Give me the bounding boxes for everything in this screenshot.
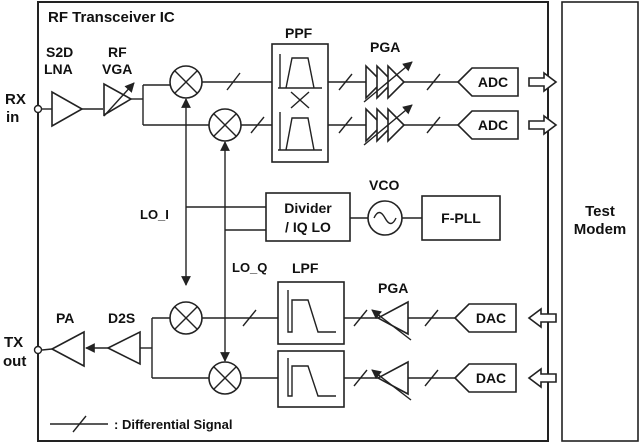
diff-mark bbox=[226, 72, 241, 91]
pga-rx-top bbox=[363, 61, 413, 103]
legend-text: : Differential Signal bbox=[114, 417, 232, 432]
adc-top-block bbox=[456, 67, 519, 97]
d2s-amplifier bbox=[106, 330, 141, 366]
diff-mark bbox=[250, 116, 265, 134]
diff-mark bbox=[338, 73, 353, 91]
diff-mark bbox=[426, 116, 441, 134]
diff-mark bbox=[338, 116, 353, 134]
rf-label: RF bbox=[108, 44, 127, 60]
ic-title: RF Transceiver IC bbox=[48, 9, 175, 26]
dac-bottom-label: DAC bbox=[476, 370, 506, 386]
test-modem-block bbox=[561, 1, 639, 442]
divider-iq-lo-block bbox=[265, 192, 351, 242]
pa-amplifier bbox=[50, 330, 85, 368]
ppf-cross-symbol bbox=[290, 91, 310, 109]
ic-boundary bbox=[37, 1, 549, 442]
tx-mixer-i bbox=[169, 301, 203, 335]
pga-rx-label: PGA bbox=[370, 39, 400, 55]
lo-q-label: LO_Q bbox=[232, 260, 267, 275]
vga-label: VGA bbox=[102, 61, 132, 77]
dac-top-block bbox=[453, 303, 517, 333]
lpf-bottom-symbol bbox=[287, 358, 336, 397]
ppf-filter-symbol-top bbox=[278, 54, 322, 89]
d2s-label: D2S bbox=[108, 310, 135, 326]
diff-mark bbox=[424, 369, 439, 387]
fpll-label: F-PLL bbox=[441, 210, 481, 226]
diff-mark bbox=[353, 369, 368, 387]
rx-label-2: in bbox=[6, 109, 19, 126]
dac-top-label: DAC bbox=[476, 310, 506, 326]
lna-label: LNA bbox=[44, 61, 73, 77]
s2d-label: S2D bbox=[46, 44, 73, 60]
pga-tx-bottom bbox=[371, 360, 412, 401]
lo-i-label: LO_I bbox=[140, 207, 169, 222]
divider-label-1: Divider bbox=[284, 200, 332, 216]
legend-diff-mark bbox=[72, 415, 87, 433]
lpf-label: LPF bbox=[292, 260, 319, 276]
lpf-top-symbol bbox=[287, 290, 336, 333]
rx-pin bbox=[33, 104, 43, 114]
fpll-block bbox=[421, 195, 501, 241]
diff-mark bbox=[353, 309, 368, 327]
pga-tx-top bbox=[371, 300, 412, 341]
tx-mixer-q bbox=[208, 361, 242, 395]
adc-top-label: ADC bbox=[478, 74, 508, 90]
diff-mark bbox=[242, 309, 257, 327]
dac-bottom-block bbox=[453, 363, 517, 393]
diff-mark bbox=[424, 309, 439, 327]
adc-to-modem-arrow-bottom bbox=[528, 114, 558, 136]
pga-tx-label: PGA bbox=[378, 280, 408, 296]
divider-label-2: / IQ LO bbox=[285, 219, 331, 235]
rf-vga-amplifier bbox=[103, 82, 133, 117]
adc-to-modem-arrow-top bbox=[528, 71, 558, 93]
ppf-filter-symbol-bottom bbox=[278, 112, 322, 151]
lpf-bottom-block bbox=[277, 350, 345, 408]
ppf-label: PPF bbox=[285, 25, 313, 41]
adc-bottom-block bbox=[456, 110, 519, 140]
modem-to-dac-arrow-top bbox=[527, 307, 557, 329]
diff-mark bbox=[426, 73, 441, 91]
pa-label: PA bbox=[56, 310, 74, 326]
test-modem-label-2: Modem bbox=[574, 221, 627, 238]
ppf-block bbox=[271, 43, 329, 163]
lpf-top-block bbox=[277, 281, 345, 345]
pga-rx-bottom bbox=[363, 104, 413, 146]
rx-mixer-q bbox=[208, 108, 242, 142]
tx-pin bbox=[33, 345, 43, 355]
modem-to-dac-arrow-bottom bbox=[527, 367, 557, 389]
s2d-lna-amplifier bbox=[51, 90, 84, 128]
test-modem-label-1: Test bbox=[585, 203, 615, 220]
rx-mixer-i bbox=[169, 65, 203, 99]
adc-bottom-label: ADC bbox=[478, 117, 508, 133]
rf-vga-gain-arrow bbox=[103, 82, 135, 117]
vco-symbol bbox=[367, 200, 403, 236]
vco-label: VCO bbox=[369, 177, 399, 193]
tx-label-1: TX bbox=[4, 334, 23, 351]
tx-label-2: out bbox=[3, 353, 26, 370]
rx-label-1: RX bbox=[5, 91, 26, 108]
